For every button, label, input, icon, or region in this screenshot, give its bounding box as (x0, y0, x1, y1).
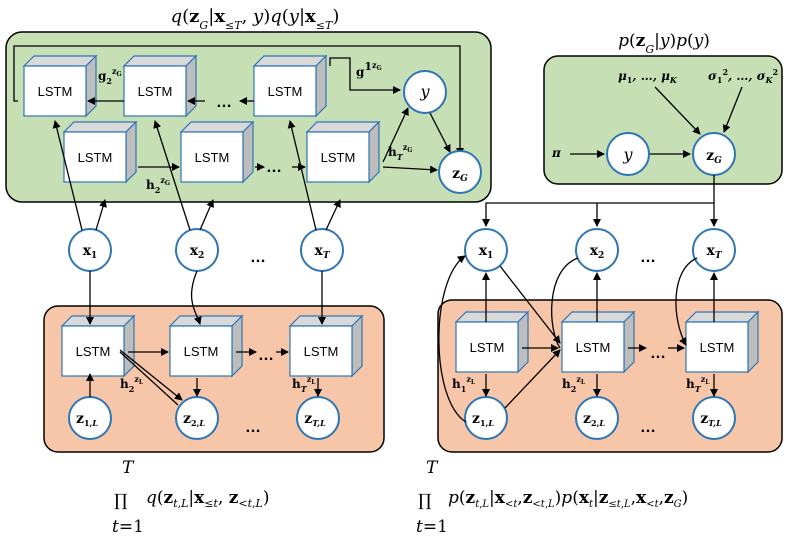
lstm-box-top (454, 311, 530, 323)
lstm-box-side (517, 310, 529, 374)
lstm-box-side (123, 314, 135, 378)
lstm-box-side (125, 120, 137, 184)
lstm-backward-1: LSTM (22, 54, 98, 118)
svg-text:t=1: t=1 (112, 517, 144, 537)
lstm-box-top (60, 315, 136, 327)
ellipsis-top-forward: … (266, 159, 282, 176)
node-zG-encoder (438, 150, 482, 194)
ellipsis-top-backward: … (216, 94, 232, 111)
node-y-encoder (403, 70, 447, 114)
lstm-box-side (747, 310, 759, 374)
node-zTL-encoder (296, 396, 340, 440)
lstm-box-front (63, 131, 127, 183)
lstm-forward-1: LSTM (62, 120, 138, 184)
svg-text:y: y (622, 145, 633, 164)
lstm-box-side (623, 310, 635, 374)
lstm-box-front (289, 325, 353, 377)
node-z2L-encoder (175, 396, 219, 440)
lstm-box-side (85, 54, 97, 118)
svg-text:T: T (122, 458, 135, 478)
lstm-box-front (253, 65, 317, 117)
lstm-label: LSTM (76, 344, 111, 359)
ellipsis-z-encoder: … (245, 419, 261, 436)
lstm-label: LSTM (470, 340, 505, 355)
lstm-label: LSTM (78, 150, 113, 165)
ellipsis-x-encoder: … (250, 249, 266, 266)
lstm-box-top (179, 121, 255, 133)
svg-text:∏: ∏ (114, 491, 128, 511)
svg-text:y: y (419, 82, 430, 101)
node-x2-decoder (575, 228, 619, 272)
lstm-label: LSTM (138, 84, 173, 99)
lstm-local-dec-1: LSTM (454, 310, 530, 374)
formula-left: ∏ T t=1 q(zt,L|x≤t, z<t,L) (112, 458, 270, 537)
node-y-prior (606, 132, 650, 176)
svg-text:q(zt,L|x≤t, z<t,L): q(zt,L|x≤t, z<t,L) (146, 488, 270, 510)
ellipsis-local-dec-lstm: … (650, 345, 666, 362)
title-right-top: p(zG|y)p(y) (618, 31, 710, 56)
lstm-label: LSTM (304, 344, 339, 359)
svg-text:T: T (426, 458, 439, 478)
lstm-box-top (288, 315, 364, 327)
lstm-box-front (561, 321, 625, 373)
lstm-forward-T: LSTM (305, 120, 381, 184)
ellipsis-z-decoder: … (640, 419, 656, 436)
lstm-box-side (351, 314, 363, 378)
lstm-label: LSTM (195, 150, 230, 165)
lstm-box-front (123, 65, 187, 117)
lstm-local-enc-T: LSTM (288, 314, 364, 378)
lstm-label: LSTM (321, 150, 356, 165)
lstm-box-top (305, 121, 381, 133)
lstm-box-side (368, 120, 380, 184)
lstm-label: LSTM (576, 340, 611, 355)
svg-text:∏: ∏ (418, 491, 432, 511)
label-mu: μ1, …, μK (618, 69, 678, 85)
lstm-box-side (315, 54, 327, 118)
lstm-local-dec-2: LSTM (560, 310, 636, 374)
svg-text:t=1: t=1 (416, 517, 448, 537)
lstm-box-top (122, 55, 198, 67)
lstm-forward-2: LSTM (179, 120, 255, 184)
lstm-label: LSTM (268, 84, 303, 99)
node-xT-decoder (692, 228, 736, 272)
lstm-local-dec-T: LSTM (684, 310, 760, 374)
formula-right: ∏ T t=1 p(zt,L|x<t,z<t,L)p(xt|z≤t,L,x<t,… (416, 458, 688, 537)
lstm-box-side (242, 120, 254, 184)
lstm-box-front (306, 131, 370, 183)
ellipsis-local-enc-lstm: … (258, 347, 274, 364)
lstm-box-front (23, 65, 87, 117)
label-pi: π (551, 146, 561, 160)
node-zTL-decoder (692, 396, 736, 440)
node-z2L-decoder (575, 396, 619, 440)
lstm-backward-T: LSTM (252, 54, 328, 118)
svg-text:p(zt,L|x<t,z<t,L)p(xt|z≤t,L,x<: p(zt,L|x<t,z<t,L)p(xt|z≤t,L,x<t,zG) (448, 488, 688, 510)
lstm-local-enc-1: LSTM (60, 314, 136, 378)
node-z1L-decoder (464, 396, 508, 440)
lstm-box-top (168, 315, 244, 327)
lstm-box-front (169, 325, 233, 377)
ellipsis-x-decoder: … (640, 249, 656, 266)
lstm-label: LSTM (184, 344, 219, 359)
lstm-box-side (231, 314, 243, 378)
lstm-box-front (455, 321, 519, 373)
lstm-box-top (252, 55, 328, 67)
lstm-label: LSTM (38, 84, 73, 99)
lstm-box-top (684, 311, 760, 323)
lstm-backward-2: LSTM (122, 54, 198, 118)
lstm-box-front (180, 131, 244, 183)
title-left-top: q(zG|x≤T, y)q(y|x≤T) (171, 6, 340, 32)
lstm-label: LSTM (700, 340, 735, 355)
lstm-box-top (22, 55, 98, 67)
lstm-box-side (185, 54, 197, 118)
lstm-box-front (685, 321, 749, 373)
node-x1-decoder (464, 228, 508, 272)
lstm-box-front (61, 325, 125, 377)
lstm-box-top (62, 121, 138, 133)
lstm-local-enc-2: LSTM (168, 314, 244, 378)
lstm-box-top (560, 311, 636, 323)
